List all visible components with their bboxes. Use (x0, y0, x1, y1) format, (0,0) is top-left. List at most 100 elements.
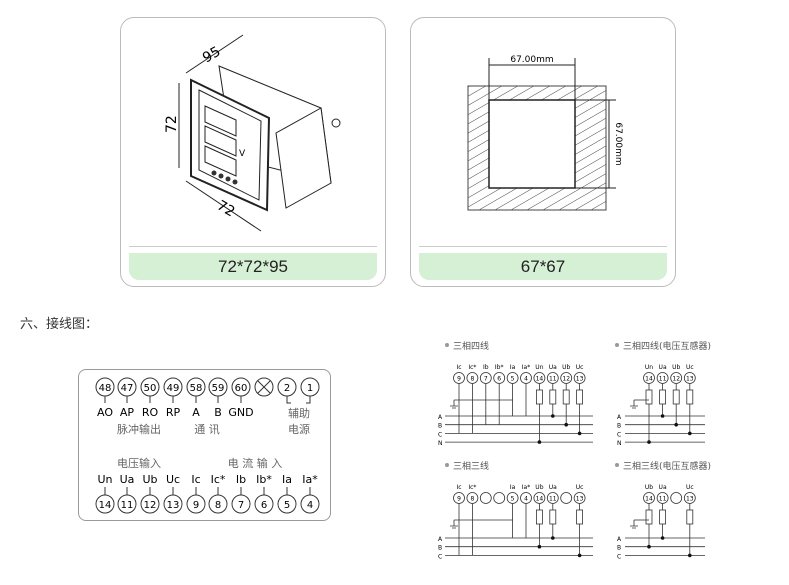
terminal-label: Ic (191, 473, 200, 486)
bus-label: A (438, 536, 443, 543)
terminal-label: AO (97, 406, 113, 419)
terminal-label: Ic* (468, 484, 476, 491)
dimension-caption: 67*67 (419, 253, 667, 280)
terminal-number: 5 (511, 376, 515, 383)
bus-label: N (438, 440, 443, 447)
terminal-number: 8 (470, 376, 474, 383)
dimension-card-cutout: 67.00mm 67.00mm 67*67 (410, 17, 676, 287)
terminal-circle (231, 494, 251, 514)
panel-cutout-drawing: 67.00mm 67.00mm (467, 55, 623, 211)
terminal-number: 6 (497, 376, 501, 383)
terminal-label: GND (228, 406, 253, 419)
divider (129, 246, 377, 247)
aux-bracket (286, 400, 311, 404)
terminal-circle (300, 494, 320, 514)
bus-label: B (438, 545, 442, 552)
junction-dot (647, 440, 651, 444)
terminal-label: Uc (686, 364, 694, 371)
terminal-number: 4 (524, 376, 528, 383)
terminal-label: RO (142, 406, 159, 419)
terminal-label: Ub (562, 364, 570, 371)
bus-label: A (617, 536, 622, 543)
fuse-icon (549, 389, 557, 405)
terminal-label: Uc (576, 364, 584, 371)
bullet-icon (445, 463, 449, 467)
junction-dot (551, 536, 555, 540)
terminal-label: Ia* (522, 364, 530, 371)
cutout-width-dimension: 67.00mm (510, 55, 553, 65)
terminal-circle (670, 492, 683, 504)
terminal-label: Ia (510, 364, 516, 371)
diagram-title: 三相三线 (453, 460, 489, 472)
fuse-icon (686, 389, 694, 405)
bus-label: C (617, 553, 621, 560)
terminal-number: 11 (659, 496, 667, 503)
terminal-label: Ic (456, 484, 461, 491)
junction-dot (688, 553, 692, 558)
bus-label: N (617, 440, 622, 447)
junction-dot (647, 544, 651, 549)
cross-icon (257, 380, 271, 394)
bus-label: C (617, 431, 621, 438)
terminal-number: 50 (144, 383, 157, 394)
fuse-icon (576, 509, 583, 525)
bus-label: A (617, 414, 622, 421)
terminal-number: 49 (167, 383, 180, 394)
terminal-circle (140, 494, 160, 514)
group-label-pulse: 脉冲输出 (117, 422, 161, 436)
terminal-label: Ua (120, 473, 135, 486)
terminal-number: 11 (121, 500, 134, 511)
terminal-label: Ib (483, 364, 489, 371)
bullet-icon (445, 343, 449, 347)
bullet-icon (615, 463, 619, 467)
bus-label: B (438, 423, 442, 430)
terminal-label: Ic* (211, 473, 226, 486)
junction-dot (551, 414, 555, 418)
terminal-number: 4 (524, 496, 528, 503)
terminal-label: Uc (686, 484, 694, 491)
fuse-icon (576, 389, 583, 405)
terminal-label: Ia* (302, 473, 318, 486)
fuse-icon (659, 509, 666, 525)
terminal-number: 12 (562, 376, 570, 383)
terminal-label: Ib (236, 473, 246, 486)
terminal-label: Ub (142, 473, 157, 486)
dimension-caption: 72*72*95 (129, 253, 377, 280)
section-heading: 六、接线图： (20, 317, 99, 332)
terminal-label: Ub (645, 484, 653, 491)
bullet-icon (615, 343, 619, 347)
face-unit-label: V (239, 149, 246, 159)
terminal-number: 14 (645, 496, 653, 503)
terminal-label: Ia* (522, 484, 530, 491)
terminal-label: Ua (549, 484, 557, 491)
junction-dot (537, 544, 542, 549)
terminal-number: 7 (484, 376, 488, 383)
terminal-circle (254, 494, 274, 514)
terminal-label: Un (97, 473, 112, 486)
terminal-circle (186, 494, 206, 514)
terminal-label: Uc (576, 484, 584, 491)
junction-dot (688, 431, 692, 436)
fuse-icon (686, 509, 694, 525)
terminal-number: 12 (672, 376, 680, 383)
terminal-label: Ic (456, 364, 461, 371)
fuse-icon (562, 389, 570, 405)
terminal-number: 47 (121, 383, 134, 394)
divider (419, 246, 667, 247)
terminal-circle (95, 494, 115, 514)
terminal-number: 59 (212, 383, 225, 394)
terminal-number: 11 (659, 376, 667, 383)
terminal-number: 14 (99, 500, 112, 511)
terminal-label: Ua (659, 484, 667, 491)
terminal-label: Un (645, 364, 653, 371)
junction-dot (660, 536, 665, 540)
terminal-number: 9 (457, 376, 461, 383)
group-label-voltage: 电压输入 (117, 456, 161, 470)
terminal-number: 14 (645, 376, 653, 383)
terminal-label: Un (535, 364, 543, 371)
terminal-label: Ic* (468, 364, 476, 371)
terminal-label: Ua (549, 364, 557, 371)
